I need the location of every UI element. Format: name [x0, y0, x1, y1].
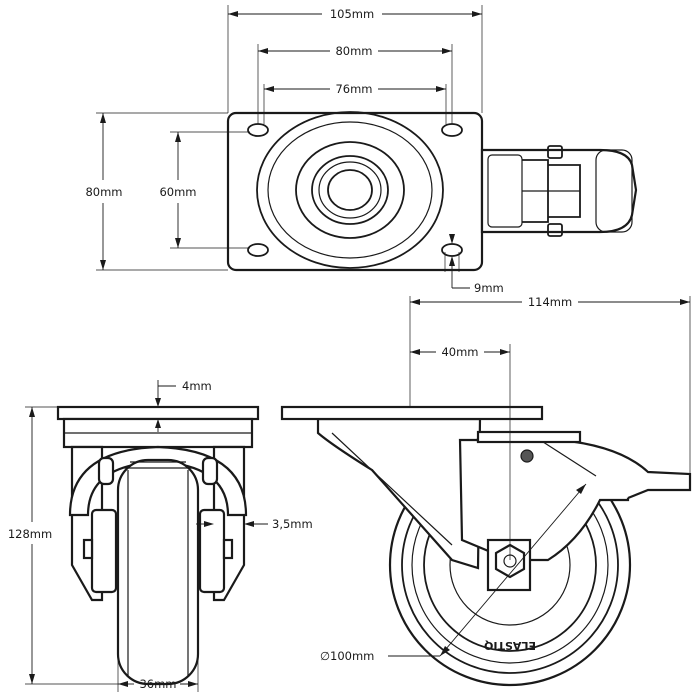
- dim-label-wheel-width: 36mm: [139, 677, 176, 691]
- arrow: [576, 484, 586, 494]
- arrow: [410, 349, 420, 355]
- swivel-ring-outer: [256, 111, 444, 269]
- front-hub-left: [90, 508, 118, 594]
- side-brake-rivet: [520, 449, 534, 463]
- dim-label-wheel-diameter: ∅100mm: [320, 649, 374, 663]
- tread-pattern: [124, 461, 192, 469]
- top-view: [226, 111, 638, 272]
- arrow: [155, 398, 161, 407]
- arrow: [175, 238, 181, 248]
- arrow: [29, 674, 35, 684]
- swivel-ring-2: [267, 121, 433, 259]
- arrow: [175, 132, 181, 142]
- swivel-ring-inner: [327, 169, 373, 211]
- arrow: [100, 260, 106, 270]
- brake-top-clip-lower: [547, 223, 563, 237]
- side-view: ELASTIQ: [280, 405, 692, 687]
- dim-label-offset-total: 114mm: [528, 295, 572, 309]
- dim-label-bracket-thickness: 3,5mm: [272, 517, 313, 531]
- front-brake-lug-left: [97, 456, 115, 486]
- swivel-ring-3: [295, 141, 405, 239]
- arrow: [155, 419, 161, 428]
- swivel-ring-4: [311, 155, 389, 225]
- arrow: [228, 11, 238, 17]
- side-view-dimensions: 114mm 40mm ∅100mm: [320, 295, 691, 663]
- dim-label-hole-slot: 9mm: [474, 281, 504, 295]
- arrow: [29, 407, 35, 417]
- leader-diameter-diag: [439, 483, 587, 657]
- swivel-ring-5: [318, 161, 382, 219]
- front-hub-right: [198, 508, 226, 594]
- front-view: [56, 405, 260, 686]
- arrow: [244, 521, 254, 527]
- side-wheel-brand: ELASTIQ: [484, 639, 536, 652]
- arrow: [500, 349, 510, 355]
- side-axle-nut: [494, 543, 526, 579]
- arrow: [264, 86, 274, 92]
- arrow: [449, 256, 455, 266]
- dim-label-hole-spacing-vertical: 60mm: [159, 185, 196, 199]
- side-plate: [280, 405, 544, 421]
- arrow: [188, 681, 198, 687]
- dim-label-hole-spacing-inner: 76mm: [335, 82, 372, 96]
- dim-label-hole-spacing-outer: 80mm: [335, 44, 372, 58]
- dim-label-plate-thickness: 4mm: [182, 379, 212, 393]
- arrow: [442, 48, 452, 54]
- mount-hole-bottom-left: [247, 243, 269, 257]
- arrow: [100, 113, 106, 123]
- arrow: [204, 521, 214, 527]
- side-fork-line: [331, 432, 453, 546]
- arrow: [449, 234, 455, 244]
- arrow: [440, 646, 450, 656]
- arrow: [258, 48, 268, 54]
- arrow: [680, 299, 690, 305]
- brake-top-pedal: [595, 149, 633, 233]
- side-brake-detail: [539, 439, 597, 477]
- front-axle-nut-right: [222, 538, 234, 560]
- dim-label-total-height: 128mm: [8, 527, 52, 541]
- front-plate: [56, 405, 260, 421]
- arrow: [410, 299, 420, 305]
- dim-label-plate-height: 80mm: [85, 185, 122, 199]
- side-brake-top: [476, 430, 582, 444]
- dim-label-plate-width: 105mm: [330, 7, 374, 21]
- arrow: [118, 681, 128, 687]
- front-view-dimensions: 4mm 128mm 3,5mm 36mm: [8, 379, 313, 692]
- side-fork: [316, 417, 482, 570]
- arrow: [436, 86, 446, 92]
- front-brake-lug-right: [201, 456, 219, 486]
- dim-label-swivel-offset: 40mm: [441, 345, 478, 359]
- arrow: [472, 11, 482, 17]
- front-wheel-tread: [116, 458, 200, 686]
- top-view-dimensions: 105mm 80mm 76mm 80mm 60mm: [85, 5, 504, 295]
- front-axle-nut-left: [82, 538, 94, 560]
- brake-top-clip-upper: [547, 145, 563, 159]
